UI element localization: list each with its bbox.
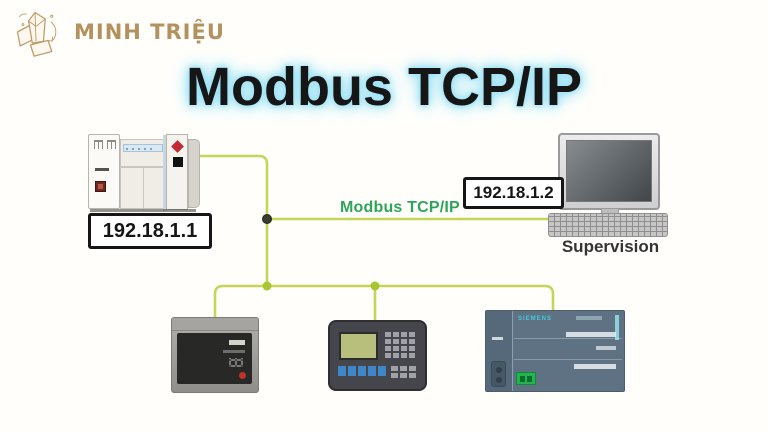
keyboard (548, 213, 668, 237)
supervision-monitor (558, 133, 660, 210)
siemens-left-label (492, 337, 503, 340)
plc-cpu-label (123, 144, 163, 152)
drive-buttons (229, 358, 243, 367)
plc-end-cap (188, 139, 200, 208)
hmi-numeric-keypad (385, 331, 416, 358)
junction-dot-mid (370, 281, 380, 291)
drive-label (223, 350, 245, 353)
siemens-text-row (566, 332, 616, 337)
divider (143, 168, 144, 210)
divider (121, 166, 165, 168)
siemens-connector (491, 361, 506, 387)
crystal-icon (16, 11, 57, 57)
drive-stop-button (239, 372, 246, 379)
hmi-device (328, 320, 427, 391)
drive-top-panel (172, 318, 258, 331)
plc-io-module (163, 134, 188, 211)
drive-front-panel (177, 333, 252, 384)
siemens-text-row (574, 364, 616, 369)
shadow (90, 209, 196, 212)
plc-power-module (88, 134, 120, 209)
drive-device (171, 317, 259, 393)
junction-dot-left (262, 281, 272, 291)
drive-display (229, 340, 245, 345)
siemens-plc-device: SIEMENS (485, 310, 625, 392)
brand-logo: MINH TRIỆU (10, 6, 225, 58)
page-title: Modbus TCP/IP (186, 57, 582, 117)
supervision-ip-label: 192.18.1.2 (463, 177, 564, 209)
divider (514, 359, 622, 360)
siemens-text-row (596, 346, 616, 350)
plc-ip-label: 192.18.1.1 (88, 213, 212, 249)
diamond-logo-icon (171, 140, 184, 153)
monitor-screen (566, 140, 652, 202)
plc-key-switch (95, 181, 106, 192)
plc-device (88, 132, 200, 212)
plc-cpu-module (120, 139, 166, 210)
hmi-arrow-keys (391, 365, 417, 378)
siemens-model-label (576, 316, 602, 320)
plc-port (173, 157, 183, 167)
plc-logo-mark (95, 168, 109, 171)
hmi-function-keys (338, 366, 387, 376)
vent-icon (107, 140, 116, 149)
supervision-caption: Supervision (561, 237, 660, 256)
siemens-brand: SIEMENS (518, 316, 553, 322)
divider (514, 338, 622, 339)
vent-icon (94, 140, 103, 149)
siemens-side-stripe (615, 315, 619, 340)
junction-dot-top (262, 214, 272, 224)
siemens-terminal-block (516, 372, 536, 385)
divider (163, 135, 166, 211)
hmi-screen (339, 332, 378, 360)
brand-name: MINH TRIỆU (74, 20, 225, 44)
siemens-left-module (486, 311, 513, 391)
modbus-bus-label: Modbus TCP/IP (340, 199, 460, 216)
